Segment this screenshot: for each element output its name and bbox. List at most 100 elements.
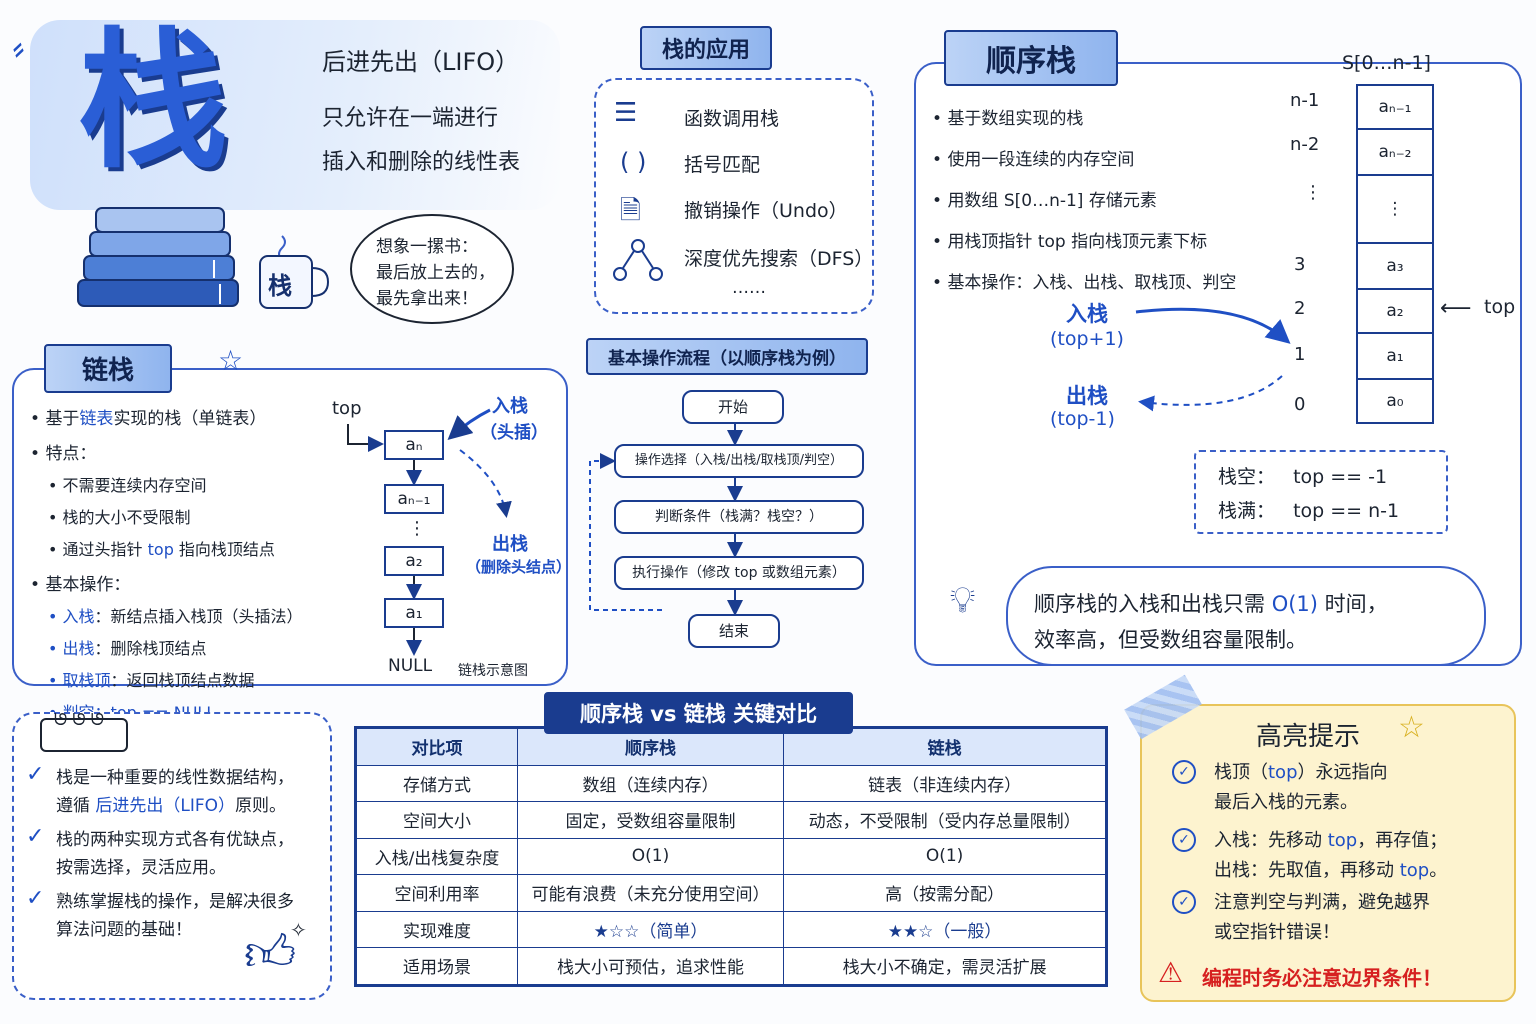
tip-line-1: 顺序栈的入栈和出栈只需 O(1) 时间，: [1034, 592, 1388, 616]
flow-check: 判断条件（栈满？栈空？）: [614, 500, 864, 534]
books-icon: [70, 200, 250, 312]
linked-push-sub: （头插）: [480, 423, 548, 443]
check-icon: ✓: [26, 762, 45, 787]
linked-pop: 出栈: [492, 534, 528, 555]
table-row: 适用场景栈大小可预估，追求性能栈大小不确定，需灵活扩展: [356, 947, 1106, 985]
definition-line-1: 只允许在一端进行: [322, 106, 499, 131]
seq-bullets: • 基于数组实现的栈 • 使用一段连续的内存空间 • 用数组 S[0…n-1] …: [932, 109, 1237, 293]
flow-select: 操作选择（入栈/出栈/取栈顶/判空）: [614, 444, 864, 478]
flow-header: 基本操作流程（以顺序栈为例）: [586, 338, 868, 375]
array-cell: a₃: [1356, 242, 1434, 290]
seq-pop: 出栈: [1066, 384, 1108, 408]
thumbs-up-icon: 👍︎: [244, 924, 297, 982]
linked-node-n: aₙ: [384, 430, 444, 460]
top-pointer-label: top: [1484, 296, 1516, 318]
summary-item-3: ✓ 熟练掌握栈的操作，是解决很多算法问题的基础！: [26, 886, 294, 940]
compare-col-seq: 顺序栈: [516, 728, 785, 766]
apps-header: 栈的应用: [640, 26, 773, 70]
thought-bubble: [350, 214, 514, 324]
linked-arrows: [347, 408, 512, 656]
app-item-3: 撤销操作（Undo）: [684, 200, 848, 222]
flow-start: 开始: [682, 390, 784, 424]
linked-bullets: • 基于链表实现的栈（单链表） • 特点： • 不需要连续内存空间 • 栈的大小…: [30, 404, 330, 723]
flow-arrows: [589, 424, 743, 616]
empty-full-box: [1194, 450, 1448, 534]
parentheses-icon: ( ): [620, 148, 647, 176]
seq-arrows: [1135, 307, 1291, 412]
apps-panel: [594, 78, 874, 314]
table-row: 空间利用率可能有浪费（未充分使用空间）高（按需分配）: [356, 874, 1106, 912]
star-icon: ☆: [218, 344, 244, 377]
check-circle-icon: ✓: [1172, 890, 1196, 914]
check-circle-icon: ✓: [1172, 760, 1196, 784]
seq-header: 顺序栈: [944, 30, 1118, 86]
bubble-line-3: 最先拿出来！: [376, 289, 478, 309]
highlight-tip-2: ✓ 入栈：先移动 top，再存值；出栈：先取值，再移动 top。: [1172, 826, 1492, 886]
compare-header-row: 对比项 顺序栈 链栈: [356, 728, 1106, 766]
linked-node-1: a₁: [384, 598, 444, 628]
full-condition: 栈满： top == n-1: [1218, 500, 1400, 522]
array-cell: a₁: [1356, 332, 1434, 380]
check-icon: ✓: [26, 824, 45, 849]
sparkle-icon: ✧: [290, 918, 307, 942]
flow-end: 结束: [688, 614, 780, 648]
array-cell: a₀: [1356, 378, 1434, 424]
seq-pop-sub: (top-1): [1050, 408, 1115, 430]
highlight-title: 高亮提示: [1256, 722, 1361, 752]
tip-cloud: [1006, 566, 1486, 666]
compare-col-linked: 链栈: [783, 728, 1106, 766]
array-cell: ⋮: [1356, 174, 1434, 244]
table-row: 空间大小固定，受数组容量限制动态，不受限制（受内存总量限制）: [356, 801, 1106, 839]
linked-header: 链栈: [44, 344, 173, 393]
apps-more: ……: [732, 278, 766, 298]
undo-icon: 🗎: [620, 196, 641, 226]
highlight-tip-1: ✓ 栈顶（top）永远指向最后入栈的元素。: [1172, 758, 1492, 818]
mug-icon: [252, 232, 332, 312]
bubble-line-1: 想象一摞书：: [376, 237, 478, 257]
title-wash: [30, 20, 560, 210]
array-label: S[0…n-1]: [1342, 52, 1431, 74]
app-item-1: 函数调用栈: [684, 108, 780, 130]
lifo-label: 后进先出（LIFO）: [322, 48, 520, 76]
seq-push: 入栈: [1066, 302, 1108, 326]
notepad-icon: ᘎ ᘎ ᘎ: [40, 710, 128, 752]
linked-node-2: a₂: [384, 546, 444, 576]
dfs-tree-icon: [612, 238, 664, 286]
linked-panel: [12, 368, 568, 686]
array-cell: aₙ₋₁: [1356, 84, 1434, 130]
check-circle-icon: ✓: [1172, 828, 1196, 852]
linked-caption: 链栈示意图: [458, 663, 528, 679]
compare-col-item: 对比项: [356, 728, 518, 766]
big-title: 栈: [78, 13, 229, 189]
linked-pop-sub: （删除头结点）: [466, 558, 572, 576]
linked-null: NULL: [388, 656, 433, 676]
empty-condition: 栈空： top == -1: [1218, 466, 1388, 488]
app-item-4: 深度优先搜索（DFS）: [684, 248, 874, 270]
linked-node-n-1: aₙ₋₁: [384, 484, 444, 514]
check-icon: ✓: [26, 886, 45, 911]
bubble-line-2: 最后放上去的，: [376, 263, 495, 283]
summary-item-2: ✓ 栈的两种实现方式各有优缺点，按需选择，灵活应用。: [26, 824, 294, 878]
highlight-panel: [1140, 704, 1516, 1002]
table-row: 存储方式数组（连续内存）链表（非连续内存）: [356, 764, 1106, 802]
array-cell: a₂: [1356, 288, 1434, 334]
summary-panel: [12, 712, 332, 1000]
warning-text: 编程时务必注意边界条件！: [1202, 966, 1442, 990]
linked-push: 入栈: [492, 396, 528, 417]
linked-features-label: • 特点：: [30, 444, 97, 464]
linked-top-label: top: [332, 398, 362, 419]
compare-header: 顺序栈 vs 链栈 关键对比: [544, 692, 854, 734]
linked-node-ellipsis: ⋮: [408, 518, 426, 539]
warning-icon: ⚠: [1158, 956, 1184, 989]
title-sparkle-icon: ⸗: [5, 27, 30, 69]
lightbulb-icon: 💡︎: [950, 580, 976, 621]
highlight-star-icon: ☆: [1398, 710, 1425, 745]
array-cells: aₙ₋₁ aₙ₋₂ ⋮ a₃ a₂ a₁ a₀: [1356, 84, 1434, 424]
array-cell: aₙ₋₂: [1356, 128, 1434, 176]
definition-line-2: 插入和删除的线性表: [322, 150, 521, 175]
highlight-tip-3: ✓ 注意判空与判满，避免越界或空指针错误！: [1172, 888, 1502, 948]
top-pointer-arrow: ⟵: [1440, 296, 1472, 321]
mug-label: 栈: [268, 272, 292, 300]
compare-table: 对比项 顺序栈 链栈 存储方式数组（连续内存）链表（非连续内存） 空间大小固定，…: [354, 726, 1108, 987]
